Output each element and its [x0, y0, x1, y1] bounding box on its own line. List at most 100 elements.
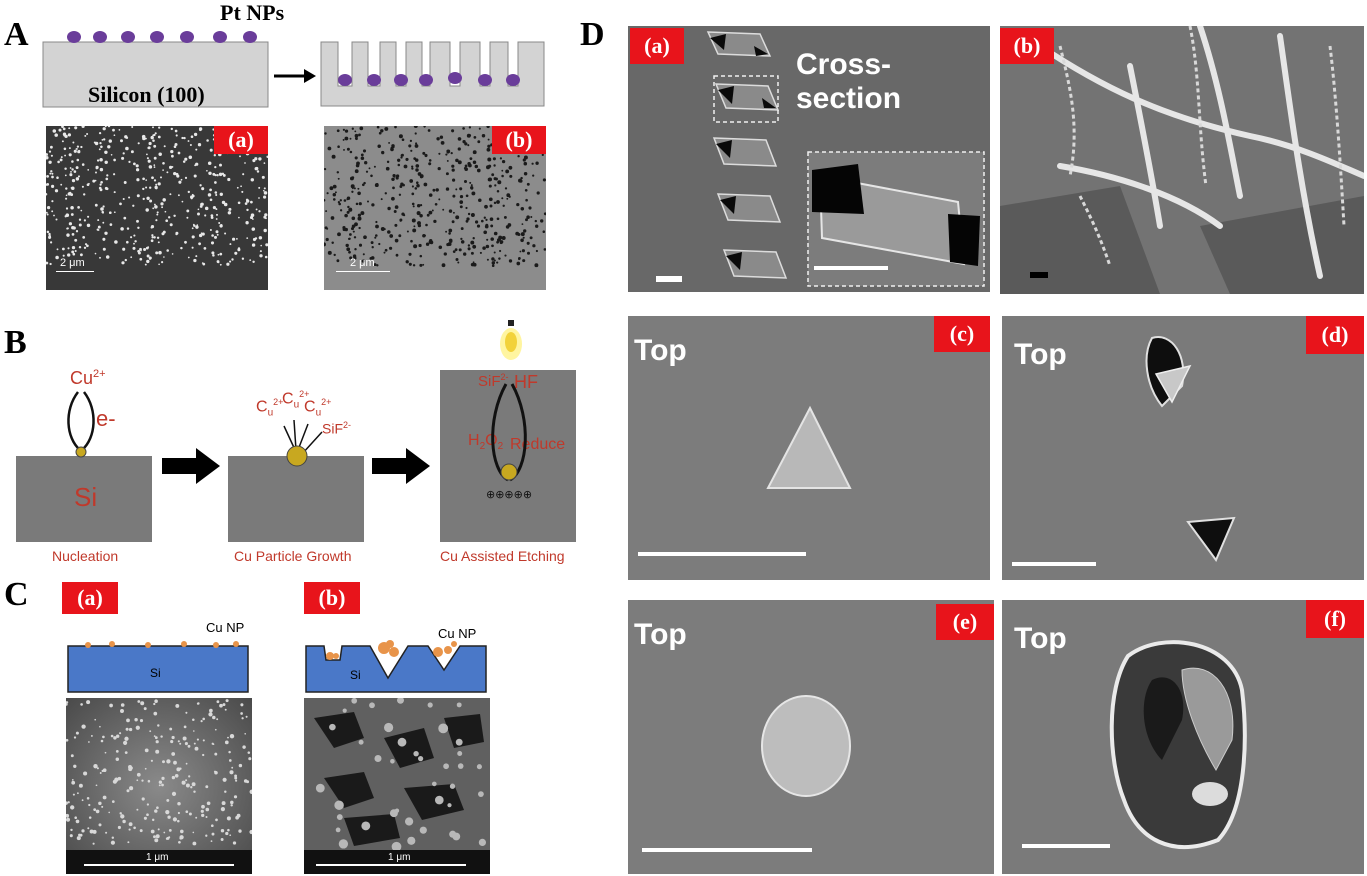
sem-speckle [177, 151, 181, 155]
sem-speckle [491, 244, 494, 248]
sem-speckle [60, 183, 63, 186]
sem-speckle [84, 243, 88, 246]
sem-speckle [339, 209, 343, 212]
sem-speckle [202, 262, 206, 266]
sem-speckle [84, 134, 87, 137]
scale-bar [84, 864, 234, 866]
sem-speckle [192, 730, 195, 732]
sem-speckle [65, 207, 69, 210]
sem-speckle [326, 227, 329, 230]
sem-speckle [71, 160, 74, 163]
sem-speckle [66, 817, 71, 822]
sem-speckle [59, 158, 63, 162]
sem-speckle [361, 183, 365, 187]
sem-speckle [354, 247, 357, 251]
sem-speckle [391, 177, 395, 182]
sem-speckle [394, 205, 399, 209]
sem-speckle [324, 198, 326, 202]
sem-speckle [95, 784, 98, 787]
arrow-right-icon [372, 448, 430, 484]
sem-speckle [363, 235, 367, 240]
sem-speckle [145, 208, 149, 212]
sem-speckle [358, 226, 361, 230]
sem-speckle [258, 210, 261, 213]
sem-speckle [342, 226, 346, 230]
sem-speckle [136, 194, 140, 198]
sem-speckle [376, 264, 379, 267]
sem-speckle [143, 247, 147, 252]
sem-image-d-d: Top [1002, 316, 1364, 580]
sem-speckle [467, 244, 471, 247]
sem-speckle [438, 723, 449, 734]
sem-speckle [459, 200, 464, 204]
sem-speckle [214, 181, 217, 184]
sem-speckle [400, 154, 404, 157]
sem-speckle [150, 225, 155, 229]
sem-speckle [409, 179, 414, 183]
sem-speckle [129, 786, 134, 791]
sem-speckle [441, 263, 446, 268]
sem-speckle [153, 166, 156, 168]
sem-speckle [46, 211, 48, 214]
sem-speckle [209, 148, 213, 152]
sem-speckle [413, 126, 418, 129]
sem-speckle [336, 129, 340, 133]
sem-speckle [245, 715, 248, 718]
sem-speckle [250, 200, 253, 204]
sem-speckle [475, 220, 479, 224]
sem-speckle [240, 185, 242, 188]
sem-speckle [161, 261, 164, 264]
sem-speckle [332, 198, 336, 201]
sem-speckle [419, 214, 423, 218]
sem-speckle [190, 195, 194, 199]
sem-speckle [206, 801, 211, 806]
sem-speckle [98, 823, 102, 827]
sem-speckle [68, 127, 71, 130]
sem-speckle [72, 252, 76, 256]
sem-speckle [234, 774, 238, 778]
sem-speckle [171, 165, 174, 168]
sem-speckle [51, 175, 54, 179]
sem-speckle [93, 808, 97, 811]
sem-speckle [94, 718, 97, 721]
sem-speckle [78, 223, 82, 227]
sem-speckle [74, 249, 77, 253]
sem-image-c-b: 1 μm [304, 698, 490, 874]
sem-speckle [462, 127, 465, 130]
sem-speckle [445, 230, 448, 233]
sem-speckle [185, 762, 188, 765]
sem-speckle [481, 133, 486, 138]
si-label: Si [74, 482, 98, 512]
sem-speckle [158, 152, 162, 156]
sem-speckle [166, 171, 169, 174]
sem-speckle [50, 170, 53, 173]
sem-speckle [353, 256, 357, 260]
sem-speckle [415, 142, 418, 145]
sem-speckle [438, 245, 443, 250]
sem-speckle [477, 140, 481, 144]
sem-speckle [173, 171, 177, 176]
sem-speckle [70, 187, 73, 189]
sem-speckle [112, 128, 115, 132]
sem-speckle [344, 129, 349, 133]
sem-speckle [107, 145, 111, 149]
sem-speckle [336, 259, 340, 263]
sem-speckle [70, 171, 72, 173]
sem-speckle [395, 176, 399, 180]
sem-speckle [105, 177, 109, 181]
sem-speckle [126, 240, 129, 244]
sem-speckle [115, 757, 120, 762]
sem-speckle [97, 219, 100, 222]
sem-speckle [67, 253, 71, 257]
sem-speckle [439, 135, 444, 139]
sem-speckle [104, 150, 108, 155]
sem-speckle [355, 202, 359, 206]
sem-speckle [338, 202, 341, 206]
sem-speckle [250, 178, 255, 182]
sem-speckle [75, 177, 80, 181]
sem-speckle [228, 207, 232, 211]
tag-d-e: (e) [936, 604, 994, 640]
sem-speckle [491, 257, 495, 261]
sem-speckle [232, 841, 237, 845]
sem-speckle [398, 134, 403, 139]
